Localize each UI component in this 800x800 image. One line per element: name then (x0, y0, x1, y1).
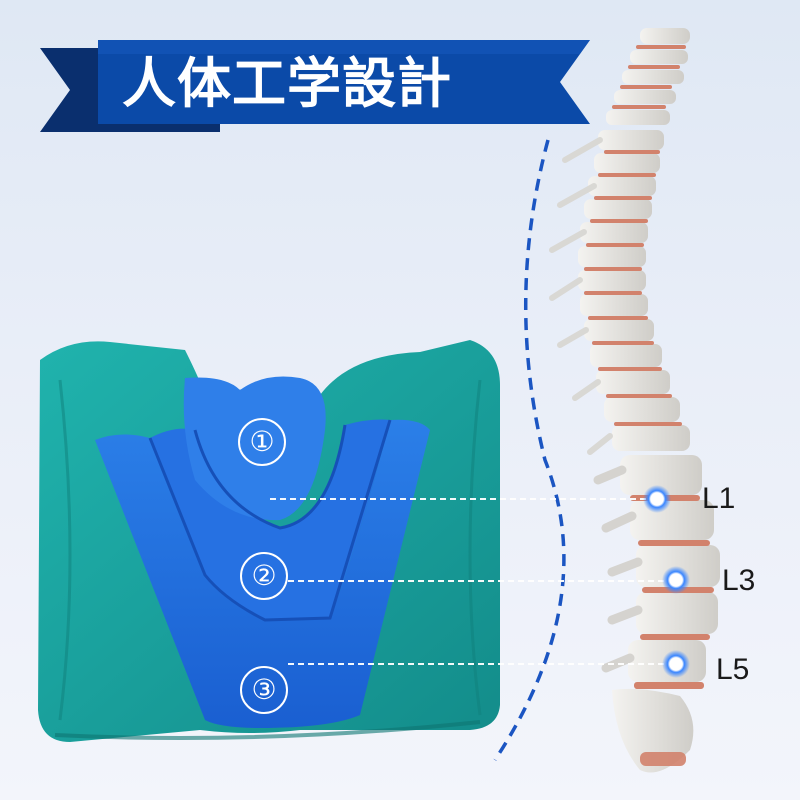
zone-3-label: ③ (240, 666, 288, 714)
connector-lines (270, 498, 672, 665)
title-banner (40, 40, 590, 132)
zone-2-label: ② (240, 552, 288, 600)
banner-ribbon-shape (98, 40, 590, 124)
vertebra-label-l1: L1 (702, 482, 736, 515)
point-l3 (662, 566, 690, 594)
spine-model (549, 28, 720, 773)
spine-curve-line (493, 139, 566, 761)
zone-1-label: ① (238, 418, 286, 466)
cushion-outer-panel (95, 419, 430, 728)
vertebra-label-l3: L3 (722, 564, 756, 597)
point-l1 (643, 485, 671, 513)
vertebra-label-l5: L5 (716, 653, 750, 686)
page-title: 人体工学設計 (122, 52, 452, 115)
point-l5 (662, 650, 690, 678)
